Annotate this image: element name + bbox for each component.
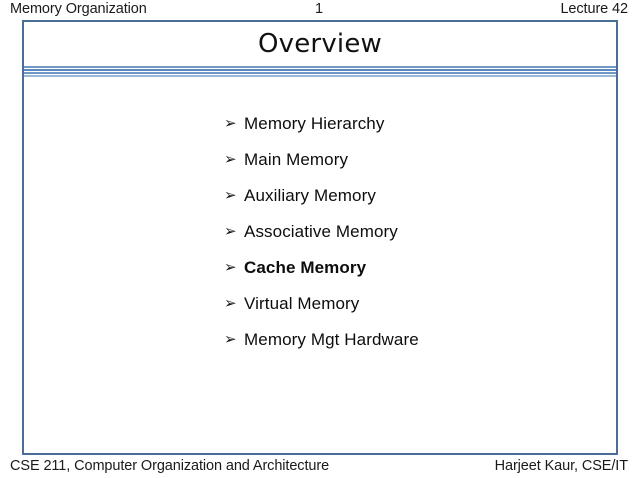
list-item-label: Cache Memory: [244, 258, 367, 277]
divider-line-4: [24, 75, 616, 77]
divider-line-3: [24, 72, 616, 74]
list-item: ➢ Auxiliary Memory: [224, 186, 604, 222]
header-slide-number: 1: [315, 1, 323, 17]
topic-bullet-list: ➢ Memory Hierarchy ➢ Main Memory ➢ Auxil…: [224, 114, 604, 366]
list-item: ➢ Memory Mgt Hardware: [224, 330, 604, 366]
list-item-label: Memory Hierarchy: [244, 114, 385, 133]
footer-author-label: Harjeet Kaur, CSE/IT: [494, 458, 628, 474]
arrowhead-bullet-icon: ➢: [224, 294, 237, 312]
list-item: ➢ Virtual Memory: [224, 294, 604, 330]
list-item: ➢ Main Memory: [224, 150, 604, 186]
list-item-label: Associative Memory: [244, 222, 398, 241]
arrowhead-bullet-icon: ➢: [224, 150, 237, 168]
arrowhead-bullet-icon: ➢: [224, 330, 237, 348]
footer-course-label: CSE 211, Computer Organization and Archi…: [10, 458, 330, 474]
slide-footer: CSE 211, Computer Organization and Archi…: [0, 458, 638, 478]
list-item: ➢ Memory Hierarchy: [224, 114, 604, 150]
arrowhead-bullet-icon: ➢: [224, 114, 237, 132]
list-item-label: Main Memory: [244, 150, 349, 169]
slide-title-area: Overview: [24, 29, 616, 60]
list-item: ➢ Associative Memory: [224, 222, 604, 258]
divider-line-2: [24, 69, 616, 71]
divider-line-1: [24, 66, 616, 68]
list-item-label: Memory Mgt Hardware: [244, 330, 419, 349]
header-lecture-label: Lecture 42: [560, 1, 628, 17]
arrowhead-bullet-icon: ➢: [224, 186, 237, 204]
arrowhead-bullet-icon: ➢: [224, 222, 237, 240]
slide-content-frame: Overview ➢ Memory Hierarchy ➢ Main Memor…: [22, 20, 618, 455]
list-item-highlighted: ➢ Cache Memory: [224, 258, 604, 294]
list-item-label: Virtual Memory: [244, 294, 360, 313]
title-divider: [24, 66, 616, 78]
header-topic-label: Memory Organization: [10, 1, 147, 17]
arrowhead-bullet-icon: ➢: [224, 258, 237, 276]
page-title: Overview: [257, 29, 382, 59]
divider-gap-2: [24, 71, 616, 72]
slide-header: Memory Organization 1 Lecture 42: [0, 0, 638, 20]
divider-gap-3: [24, 74, 616, 75]
divider-gap-1: [24, 68, 616, 69]
list-item-label: Auxiliary Memory: [244, 186, 376, 205]
